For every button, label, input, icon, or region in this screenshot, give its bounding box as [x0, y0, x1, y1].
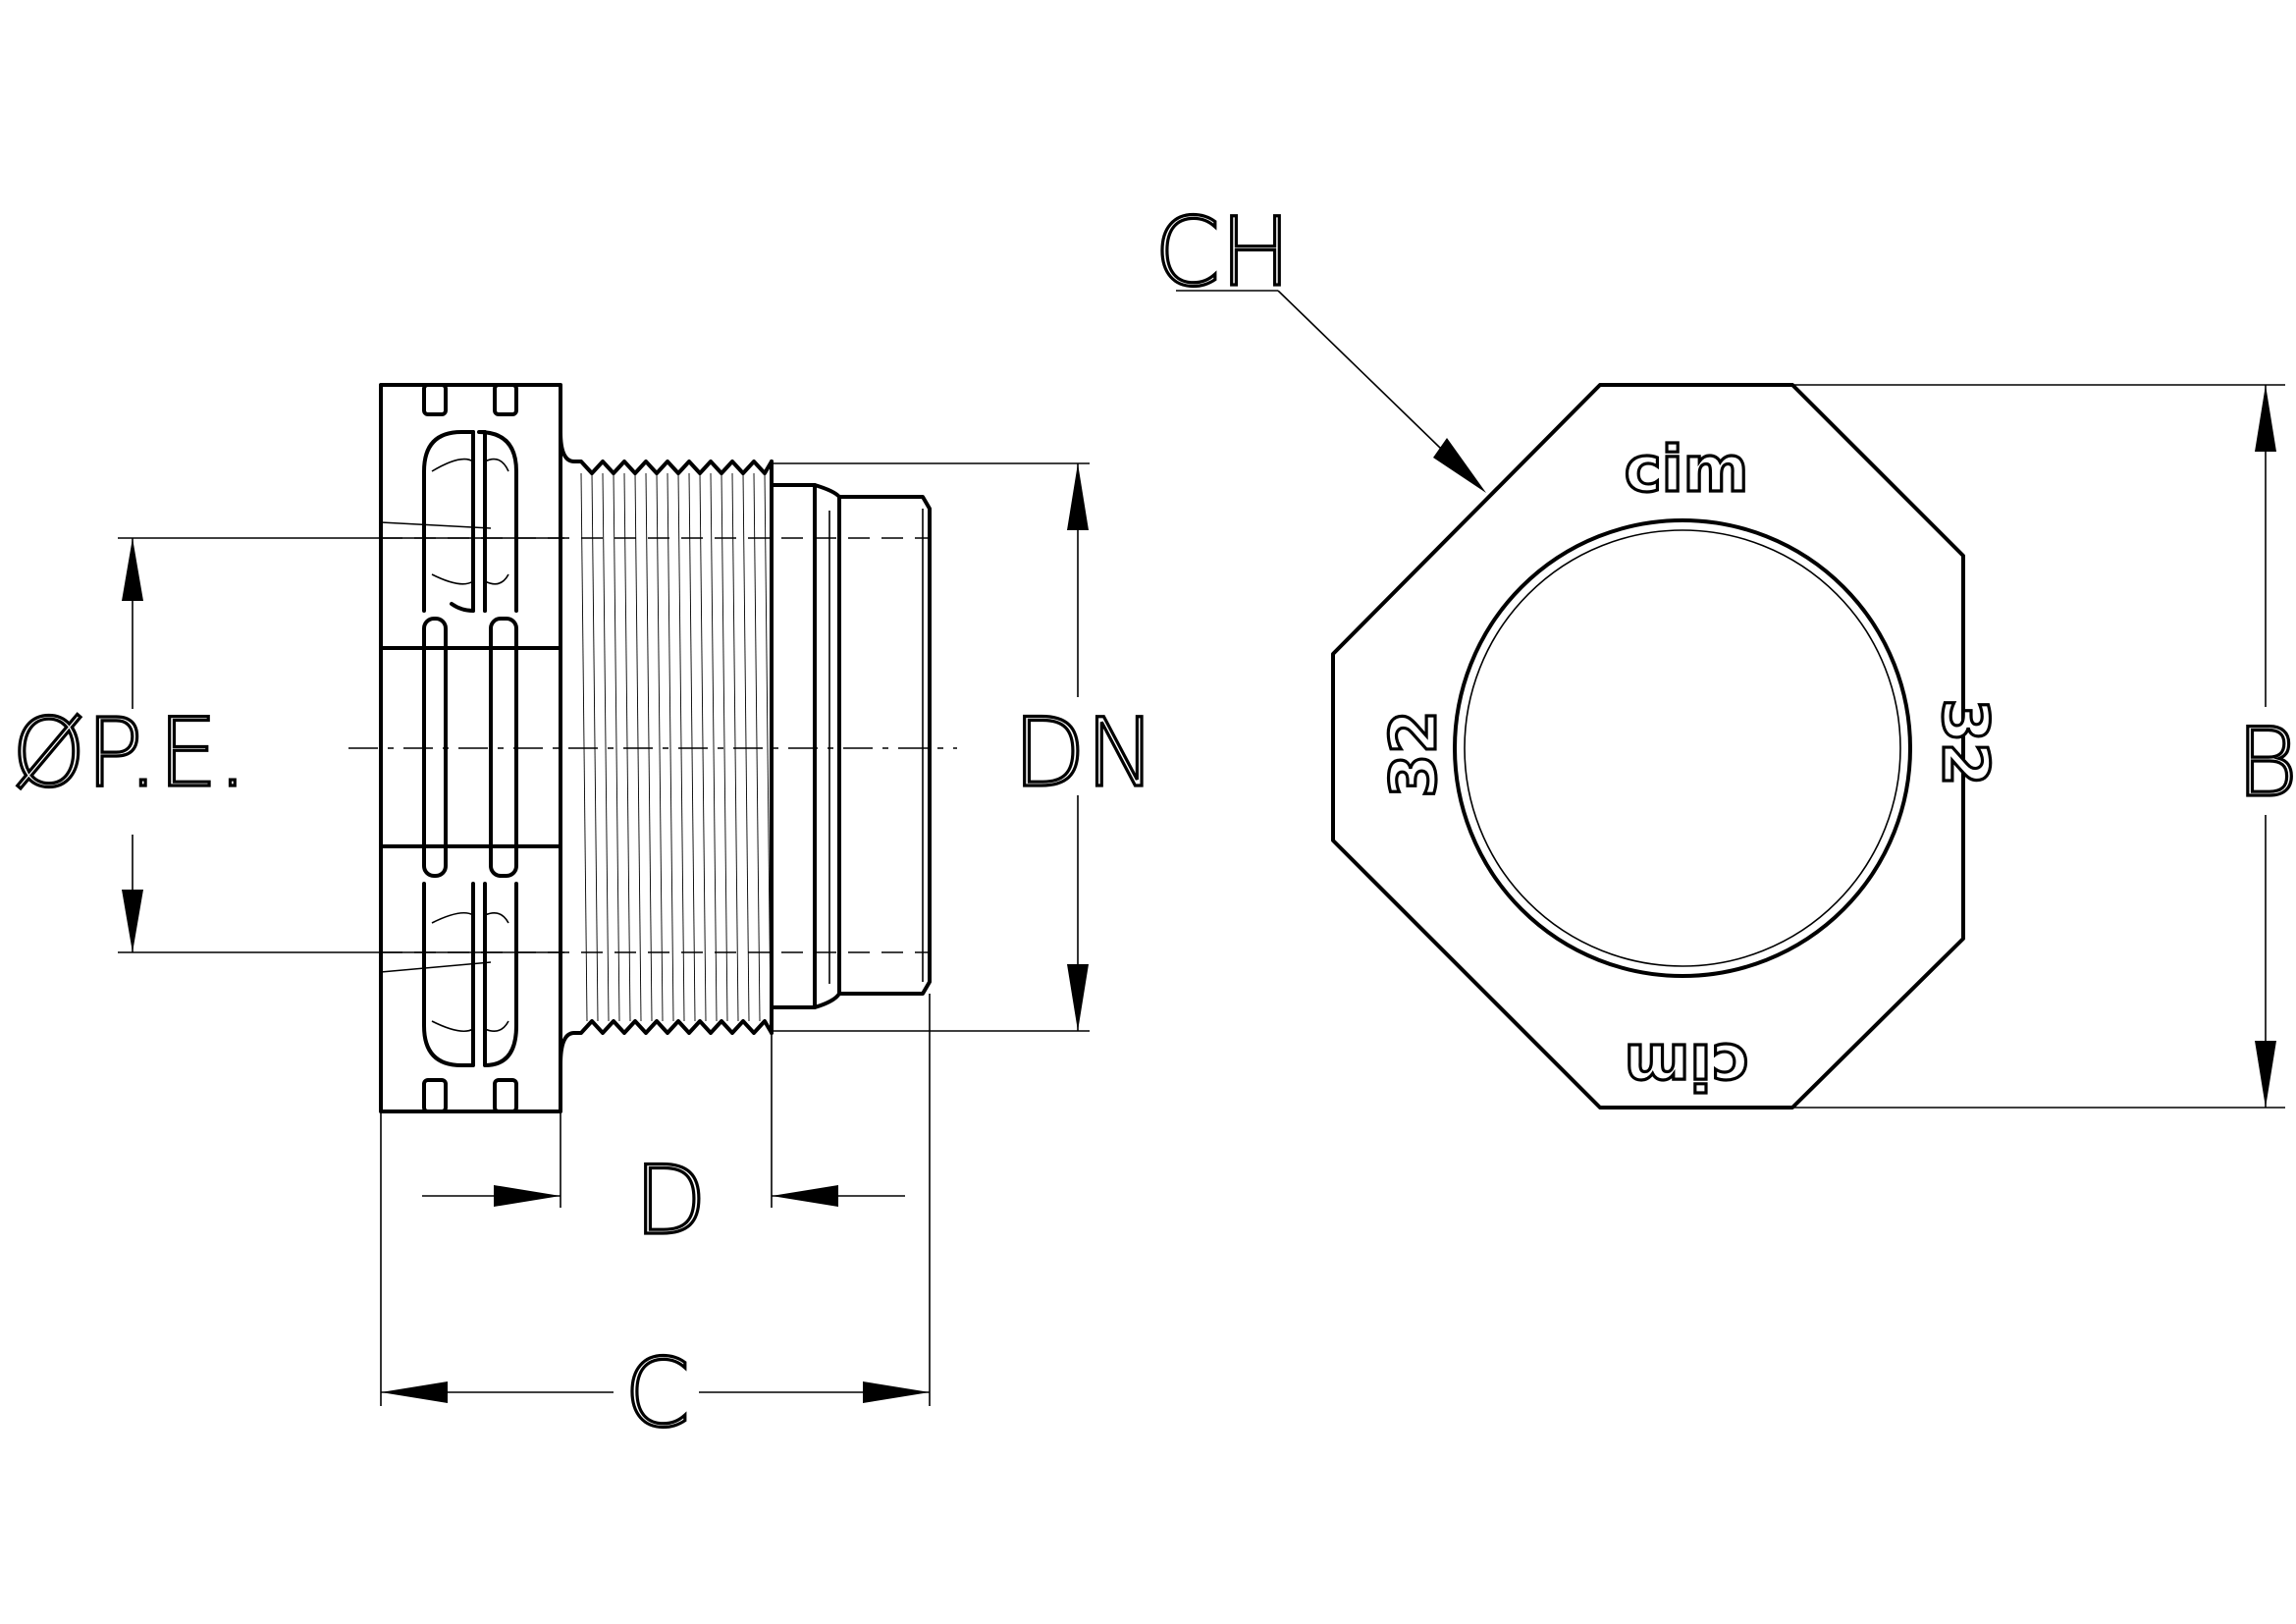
side-view: ØP.E. DN D [10, 383, 1157, 1450]
size-mark-left: 32 [1378, 710, 1451, 797]
label-ch: CH [1154, 197, 1291, 307]
thread-hatch-line [688, 472, 696, 1022]
thread-hatch-line [623, 472, 631, 1022]
thread-hatch-line [731, 472, 739, 1022]
thread-hatch-line [721, 472, 728, 1022]
bore-outer-circle [1453, 518, 1912, 978]
brand-mark-bottom: cim [1625, 1029, 1749, 1102]
thread-hatch-line [656, 472, 664, 1022]
bore-taper-bottom [380, 961, 492, 973]
thread-hatch-line [602, 472, 610, 1022]
side-view-spigot [770, 483, 932, 1009]
dimension-ch: CH [1152, 195, 1486, 493]
brand-mark-top: cim [1625, 434, 1749, 507]
thread-hatch-line [764, 472, 772, 1022]
bore-taper-top [380, 521, 492, 529]
thread-hatch-line [634, 472, 642, 1022]
thread-hatch-line [580, 472, 588, 1022]
thread-hatch-line [677, 472, 685, 1022]
dimension-pe: ØP.E. [10, 537, 564, 953]
dimension-d: D [422, 1033, 905, 1258]
front-view: cim cim 32 32 CH B [1152, 195, 2296, 1110]
side-view-thread [559, 430, 774, 1066]
dimension-c: C [380, 994, 931, 1450]
side-view-head [379, 383, 562, 1113]
dimension-b: B [1792, 384, 2296, 1109]
thread-hatch-line [591, 472, 599, 1022]
label-pe: ØP.E. [12, 698, 247, 808]
thread-hatch-line [645, 472, 653, 1022]
bore-inner-circle [1464, 529, 1901, 967]
label-c: C [624, 1338, 690, 1448]
label-dn: DN [1013, 698, 1156, 808]
thread-hatch-line [699, 472, 707, 1022]
thread-hatch-line [667, 472, 674, 1022]
label-d: D [634, 1146, 707, 1256]
thread-hatch-line [753, 472, 761, 1022]
dimension-dn: DN [772, 462, 1157, 1032]
thread-hatch-line [742, 472, 750, 1022]
thread-hatch-line [613, 472, 620, 1022]
size-mark-right: 32 [1928, 698, 2001, 785]
thread-hatch-line [710, 472, 718, 1022]
label-b: B [2236, 708, 2296, 818]
